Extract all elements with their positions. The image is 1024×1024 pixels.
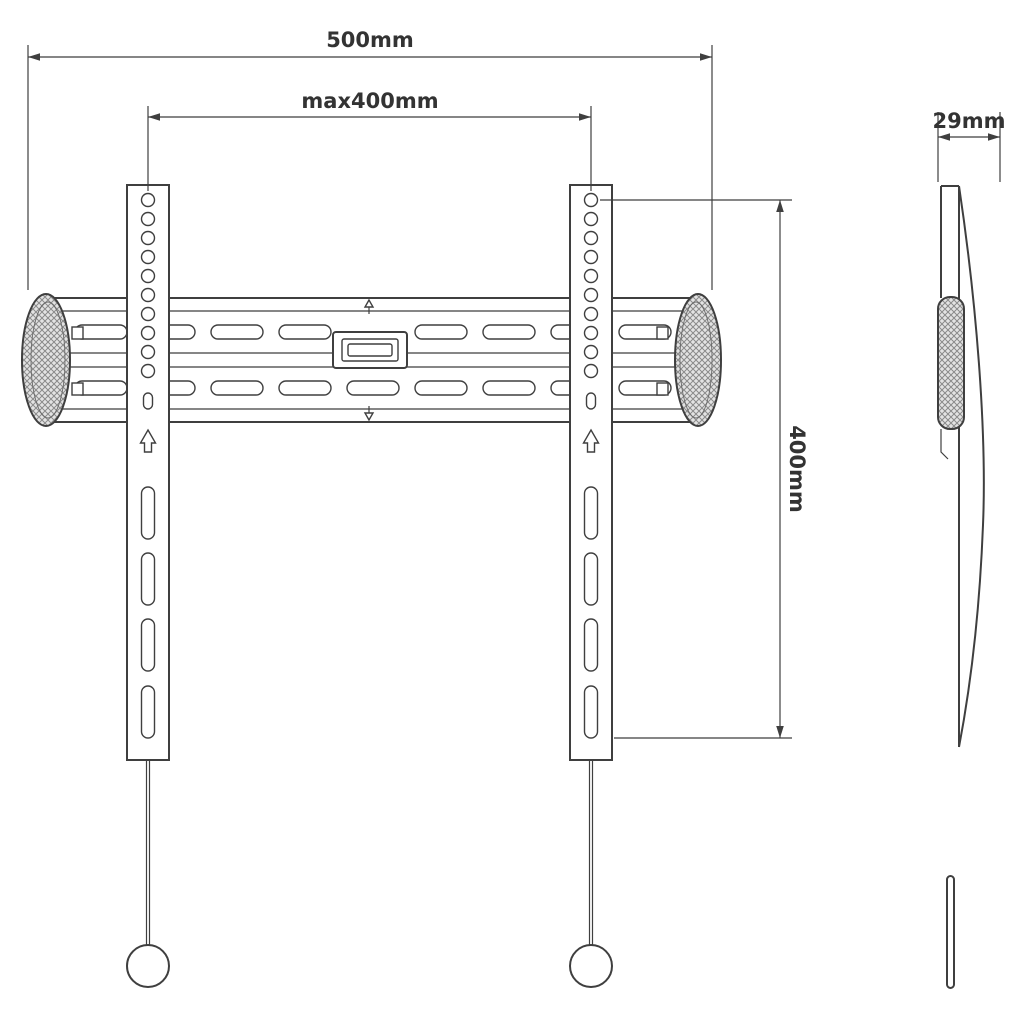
overall-width-label: 500mm [326, 28, 414, 52]
plate-slot [210, 324, 264, 340]
center-mark-top-arrow-icon [363, 298, 375, 314]
right-rail [569, 184, 613, 761]
arrow-right-icon [579, 113, 591, 121]
left-rail [126, 184, 170, 761]
depth-label: 29mm [933, 109, 1006, 133]
center-lock-plate [332, 331, 408, 369]
plate-slot [346, 380, 400, 396]
max-width-label: max400mm [301, 89, 438, 113]
plate-slot [210, 380, 264, 396]
side-profile [940, 185, 985, 748]
side-rail-curve [958, 185, 985, 748]
left-rail-small-slot [142, 392, 154, 410]
plate-slot [482, 324, 536, 340]
side-view: 29mm [933, 109, 1006, 989]
dim-depth: 29mm [933, 109, 1006, 182]
height-label: 400mm [785, 425, 809, 513]
side-end-cap [937, 296, 965, 430]
left-pull-ring [126, 944, 170, 988]
plate-slot [414, 380, 468, 396]
side-foot [940, 429, 949, 460]
plate-end-tab [656, 382, 669, 396]
up-arrow-icon [139, 428, 157, 453]
right-rail-small-slot [585, 392, 597, 410]
front-view [21, 184, 722, 988]
plate-slot [278, 324, 332, 340]
center-mark-bottom-arrow-icon [363, 406, 375, 422]
left-rail-holes [140, 192, 156, 379]
left-end-cap [21, 293, 71, 427]
plate-end-tab [656, 326, 669, 340]
right-rail-long-slots [583, 486, 599, 739]
center-lock-slot [347, 343, 393, 357]
plate-slot [414, 324, 468, 340]
plate-slot [278, 380, 332, 396]
right-pull-ring [569, 944, 613, 988]
plate-end-tab [71, 326, 84, 340]
right-end-cap [674, 293, 722, 427]
right-rail-holes [583, 192, 599, 379]
arrow-left-icon [938, 133, 950, 141]
plate-slot [482, 380, 536, 396]
left-rail-long-slots [140, 486, 156, 739]
plate-end-tab [71, 382, 84, 396]
dim-height: 400mm [600, 199, 809, 739]
left-pull-cord [126, 759, 170, 988]
arrow-down-icon [776, 726, 784, 738]
arrow-right-icon [988, 133, 1000, 141]
arrow-up-icon [776, 200, 784, 212]
dim-overall-width: 500mm [27, 28, 713, 290]
dim-max-width: max400mm [147, 89, 592, 191]
arrow-right-icon [700, 53, 712, 61]
arrow-left-icon [148, 113, 160, 121]
right-pull-cord [569, 759, 613, 988]
side-pull-rod [946, 875, 955, 989]
arrow-left-icon [28, 53, 40, 61]
up-arrow-icon [582, 428, 600, 453]
